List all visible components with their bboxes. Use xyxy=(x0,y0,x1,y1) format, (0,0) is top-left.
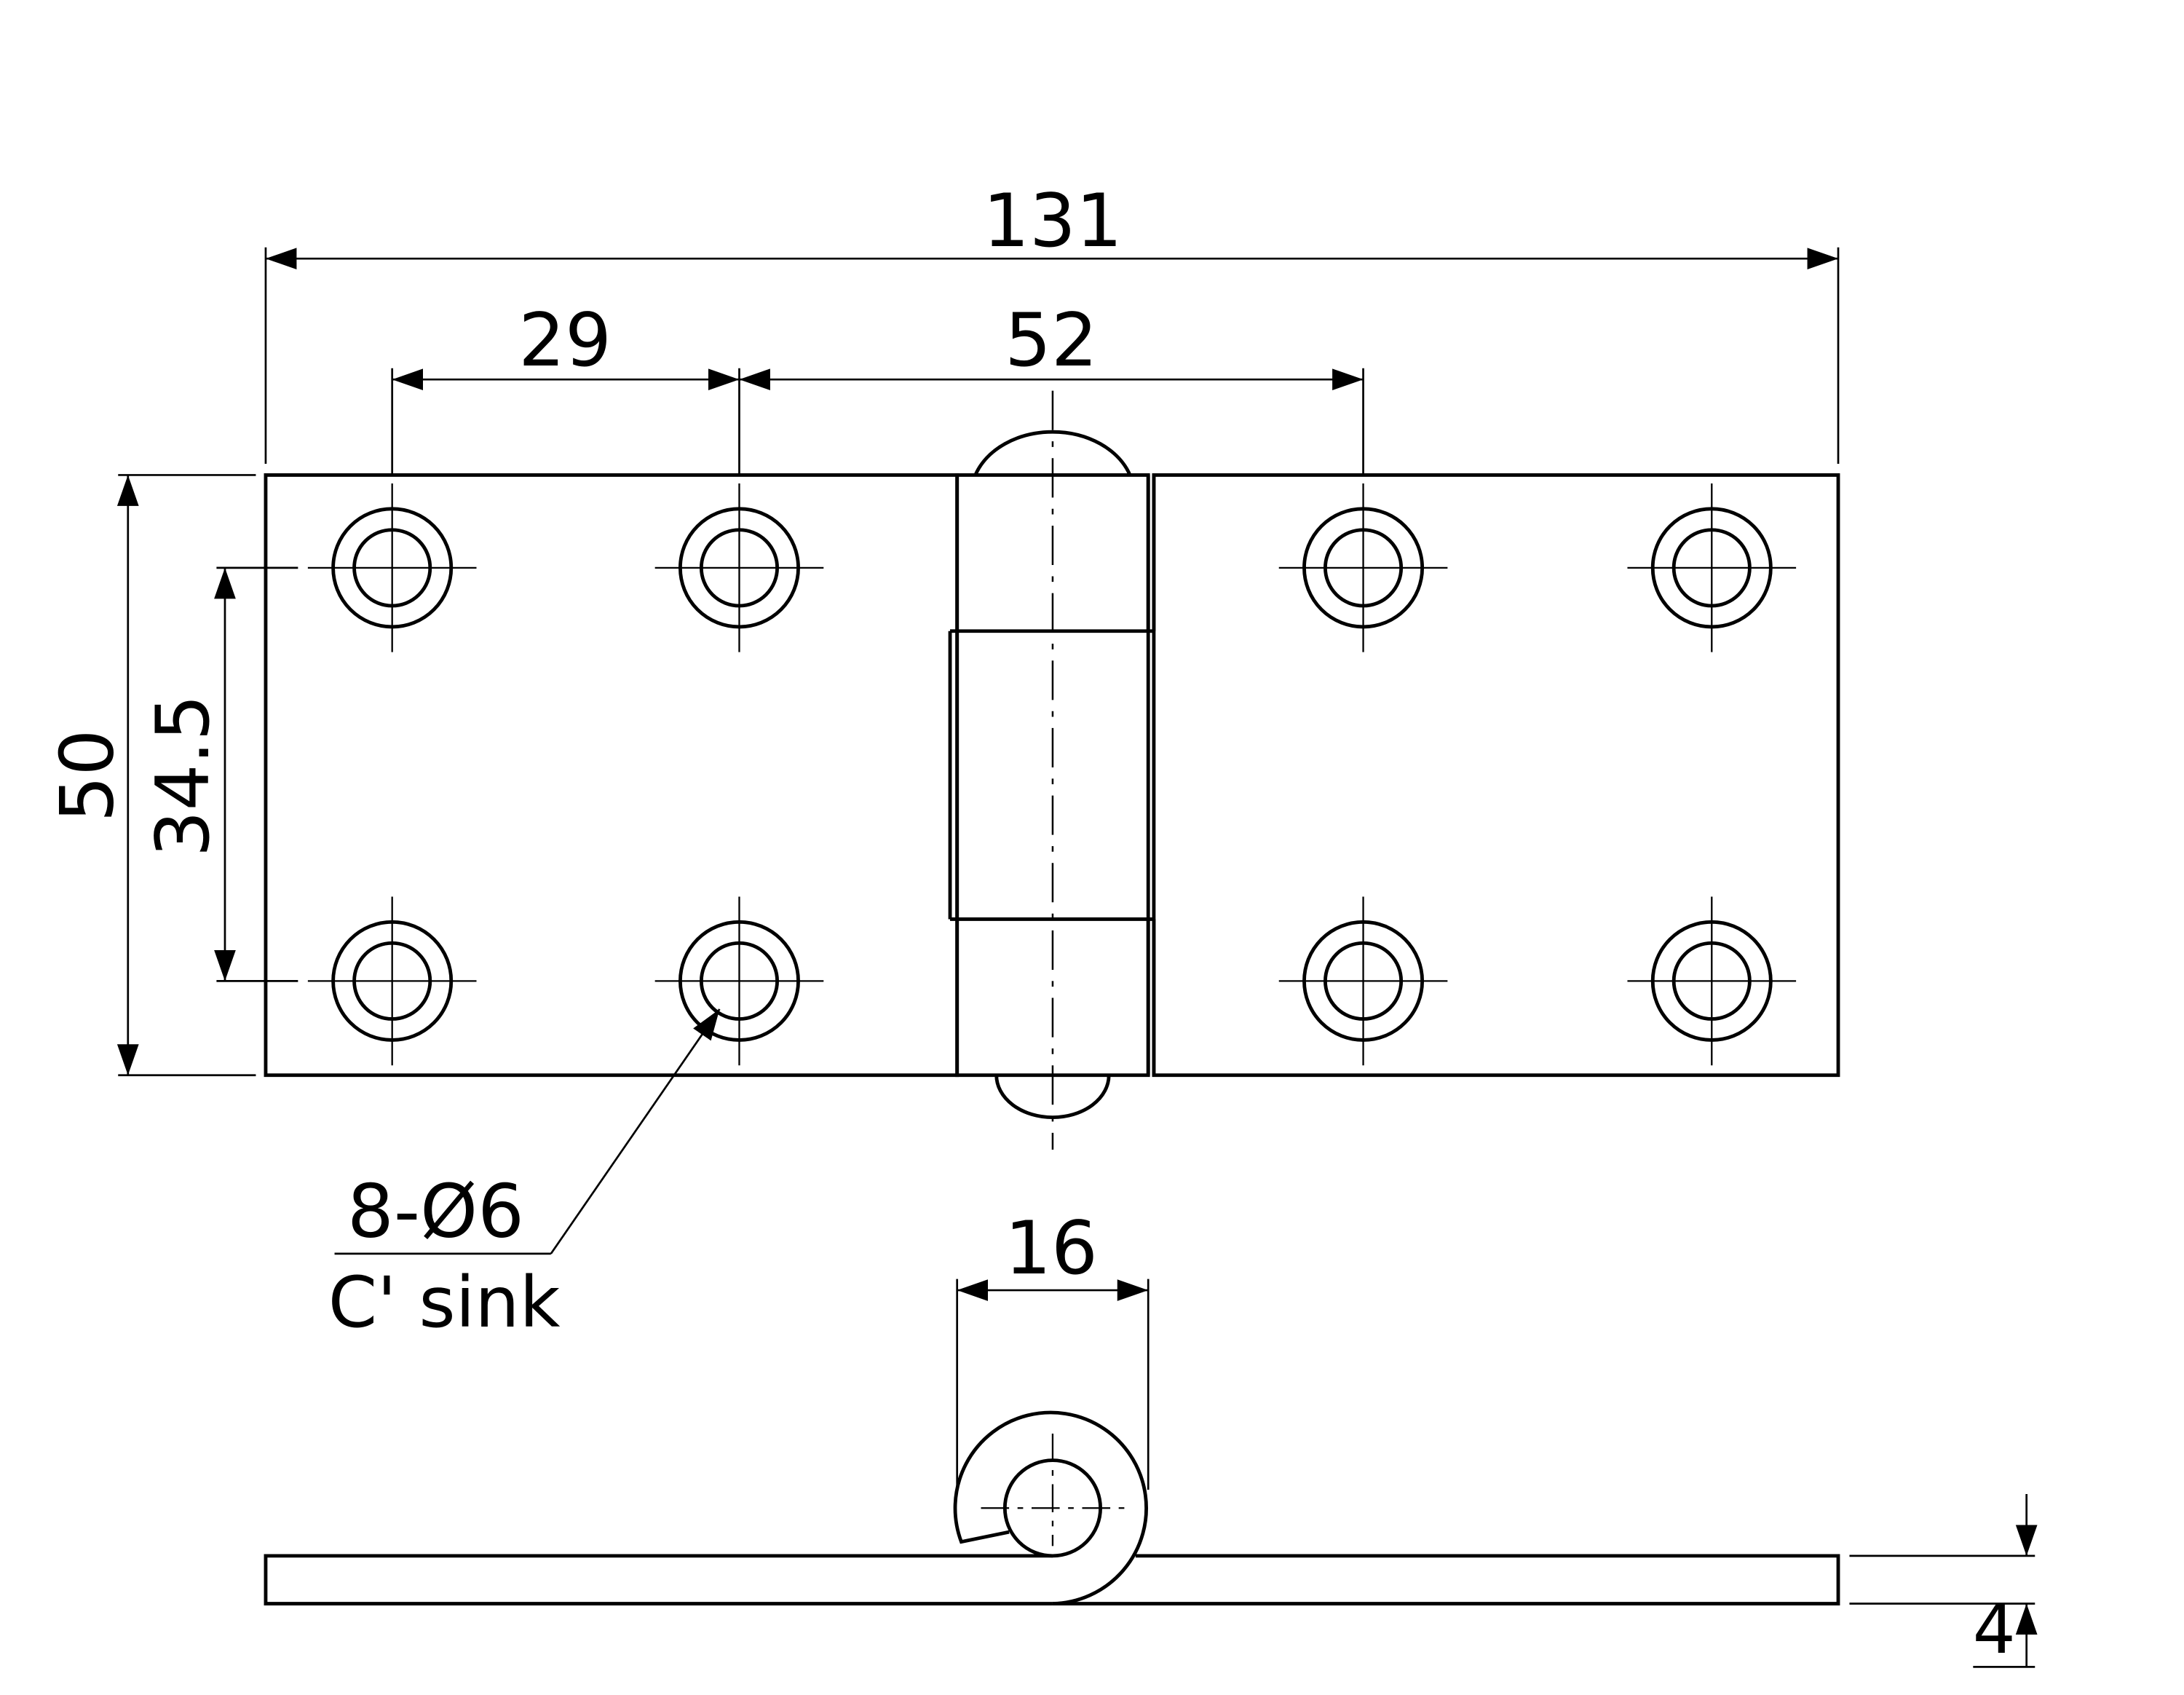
hole xyxy=(307,896,477,1066)
label-50: 50 xyxy=(45,730,130,823)
dimension-labels: 131 29 52 50 34.5 16 4 8-Ø6 C' sink xyxy=(45,178,2016,1669)
pin-cap-top xyxy=(973,430,1132,476)
hole xyxy=(1627,896,1797,1066)
hole xyxy=(1278,896,1448,1066)
callout-leader xyxy=(550,1008,721,1255)
right-leaf xyxy=(1152,473,1840,1078)
left-leaf xyxy=(264,473,960,1078)
side-left-plate xyxy=(264,1554,1053,1605)
label-16: 16 xyxy=(1005,1206,1098,1291)
mounting-holes xyxy=(307,483,1797,1066)
side-view xyxy=(264,1410,1840,1605)
side-dimension-lines xyxy=(956,1279,2038,1668)
label-131: 131 xyxy=(983,178,1123,264)
hole xyxy=(307,483,477,652)
hole xyxy=(654,483,824,652)
label-29: 29 xyxy=(518,298,612,383)
label-4: 4 xyxy=(1973,1590,2016,1669)
callout-csink: C' sink xyxy=(328,1261,561,1343)
callout-holes: 8-Ø6 xyxy=(347,1169,524,1255)
label-34-5: 34.5 xyxy=(141,695,226,857)
side-right-plate xyxy=(1052,1554,1840,1605)
label-52: 52 xyxy=(1005,298,1098,383)
hole xyxy=(1278,483,1448,652)
dimension-lines xyxy=(116,247,1840,1255)
hole xyxy=(1627,483,1797,652)
top-view xyxy=(264,390,1840,1150)
hole xyxy=(654,896,824,1066)
side-knuckle-curl xyxy=(953,1410,1148,1605)
